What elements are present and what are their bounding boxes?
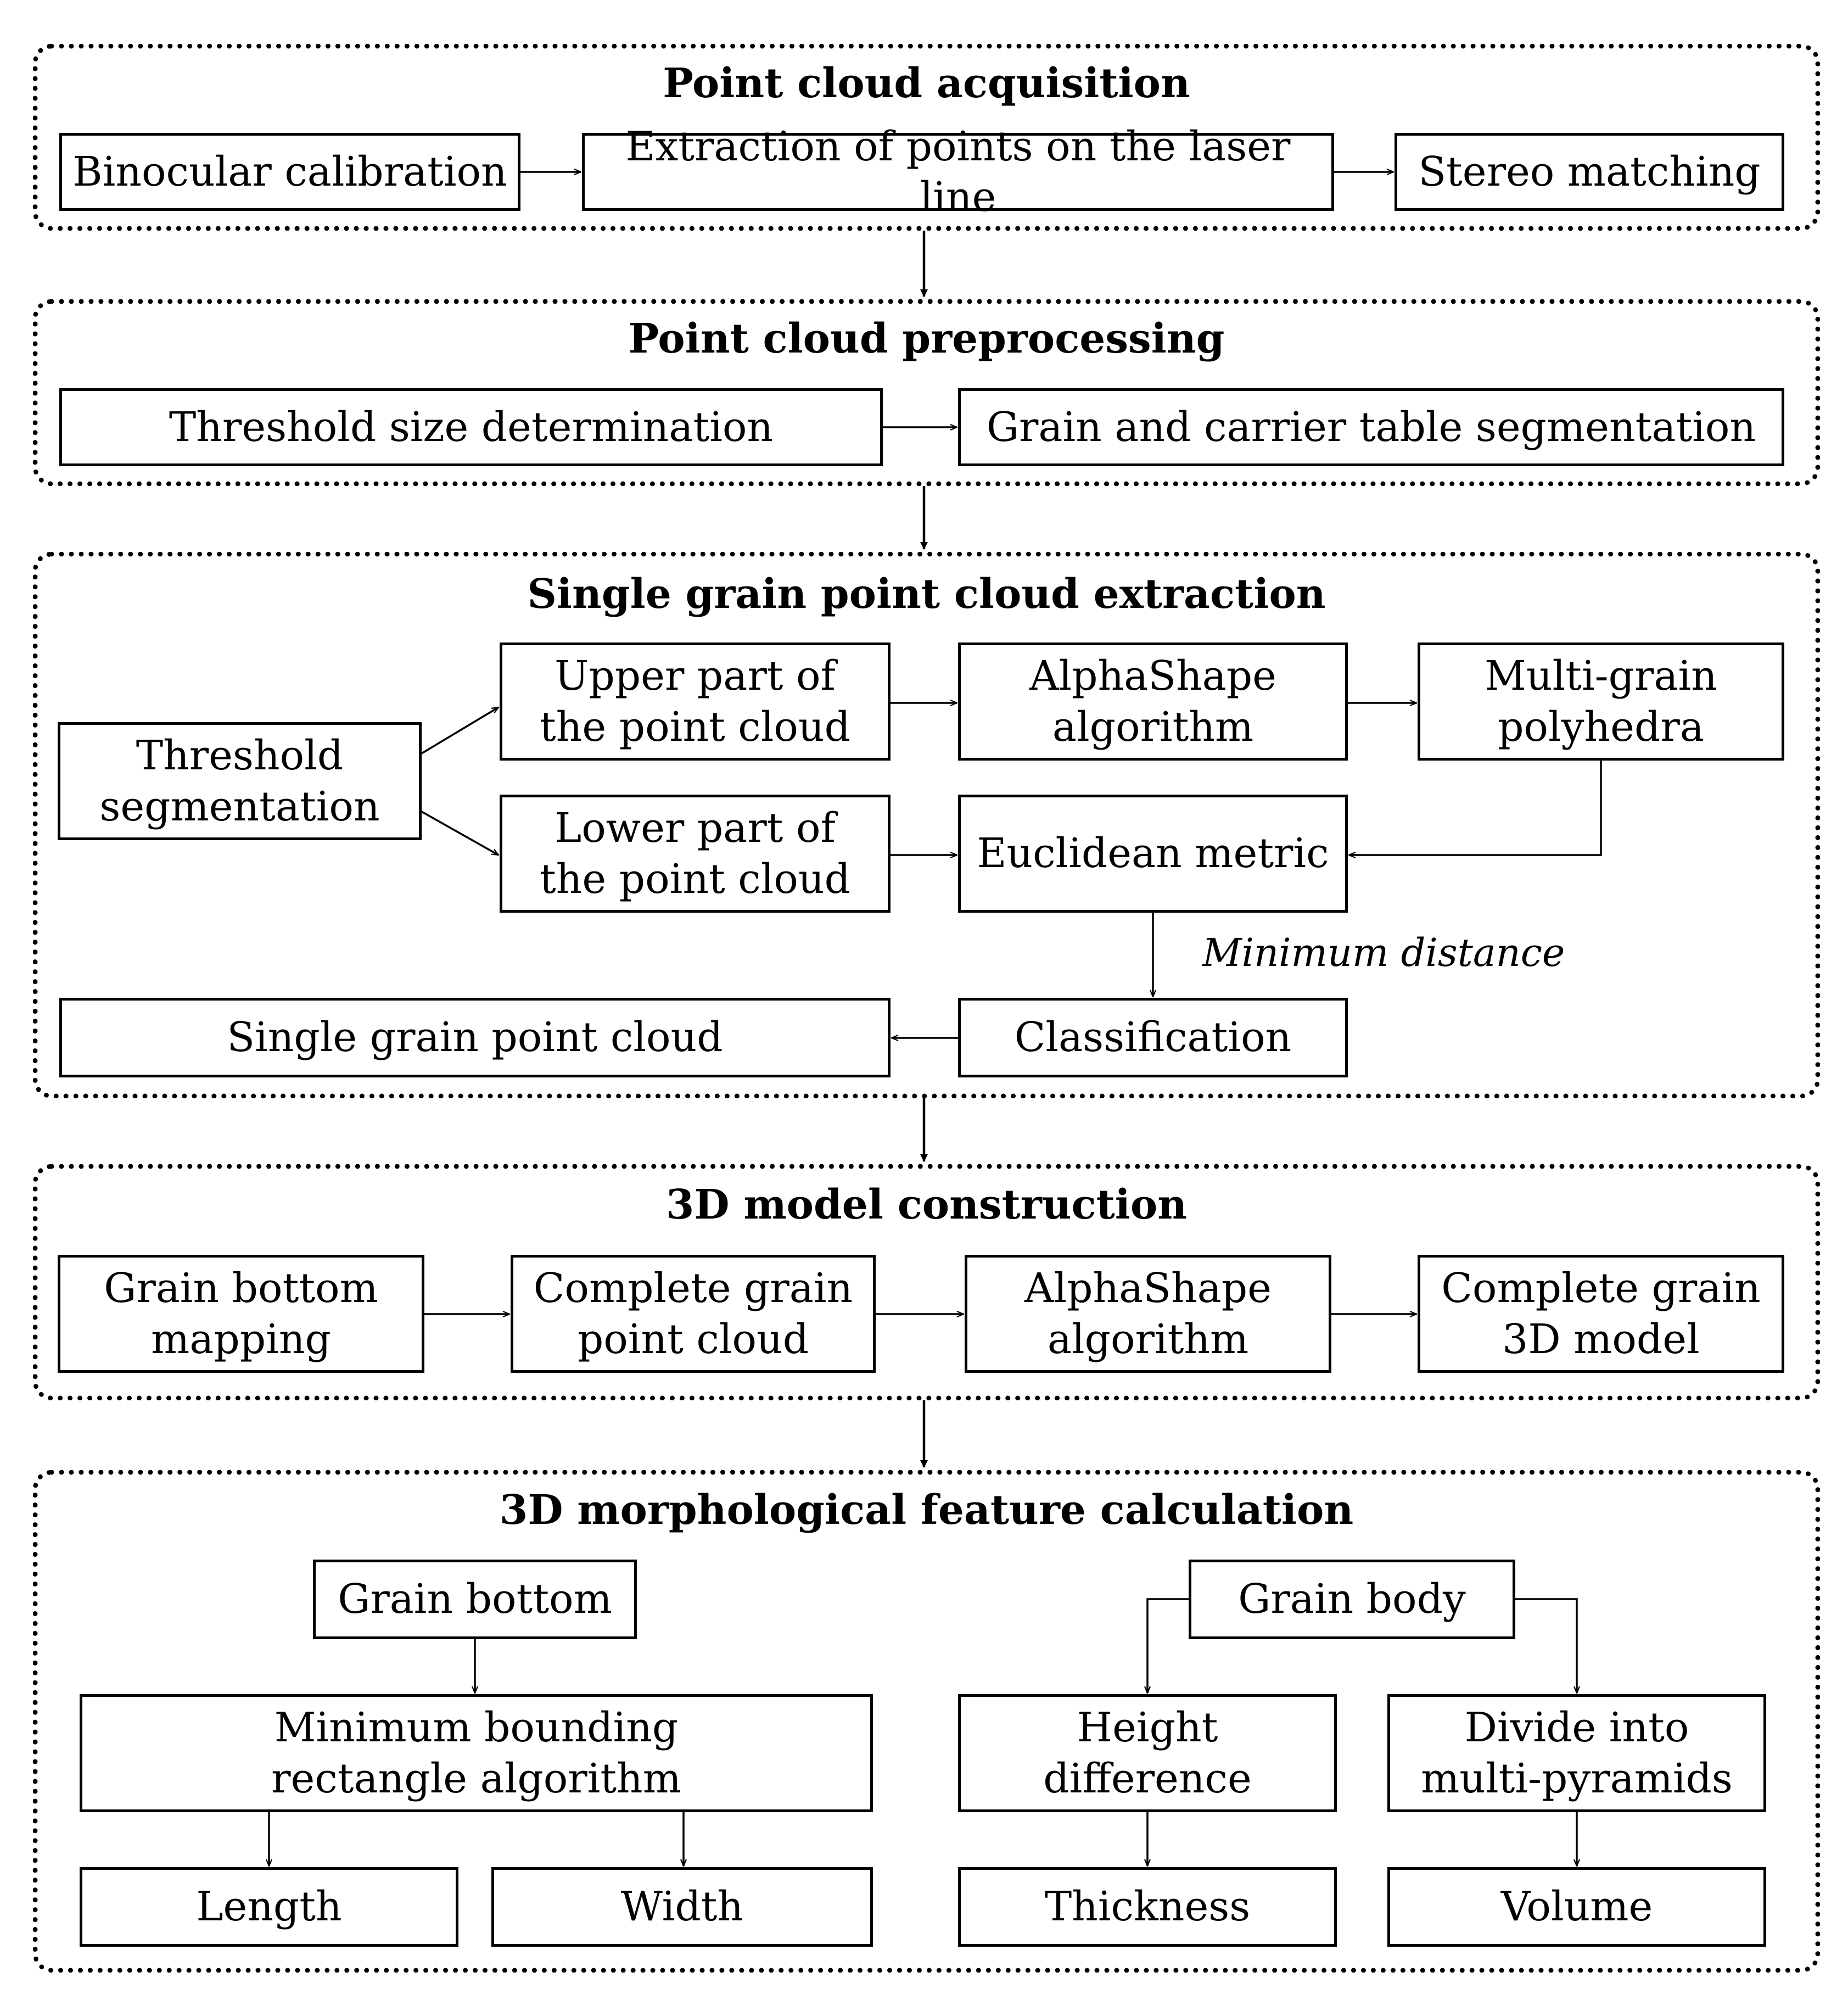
box-grain-carrier-segmentation: Grain and carrier table segmentation [958, 388, 1784, 466]
section-3d-model-construction [33, 1164, 1820, 1400]
box-stereo-matching: Stereo matching [1395, 133, 1784, 211]
box-divide-multi-pyramids: Divide into multi-pyramids [1387, 1694, 1766, 1812]
arrow-body-to-pyramids [1515, 1598, 1577, 1693]
box-width: Width [491, 1867, 873, 1947]
box-upper-part-point-cloud: Upper part of the point cloud [500, 642, 891, 761]
box-complete-grain-3d-model: Complete grain 3D model [1418, 1255, 1784, 1373]
box-minimum-bounding-rectangle: Minimum bounding rectangle algorithm [80, 1694, 873, 1812]
section-title-acquisition: Point cloud acquisition [663, 60, 1190, 107]
box-height-difference: Height difference [958, 1694, 1337, 1812]
arrow-polyhedra-to-euclidean [1349, 761, 1602, 855]
label-minimum-distance: Minimum distance [1202, 930, 1565, 975]
box-lower-part-point-cloud: Lower part of the point cloud [500, 795, 891, 913]
section-point-cloud-acquisition [33, 44, 1820, 231]
box-volume: Volume [1387, 1867, 1766, 1947]
section-single-grain-extraction [33, 552, 1820, 1098]
arrow-body-to-height [1147, 1598, 1189, 1693]
section-point-cloud-preprocessing [33, 299, 1820, 486]
box-binocular-calibration: Binocular calibration [59, 133, 520, 211]
box-grain-bottom-mapping: Grain bottom mapping [58, 1255, 424, 1373]
box-threshold-segmentation: Threshold segmentation [58, 722, 422, 840]
box-threshold-size-determination: Threshold size determination [59, 388, 883, 466]
arrow-threshold-to-upper [421, 706, 499, 755]
box-single-grain-point-cloud: Single grain point cloud [59, 998, 891, 1077]
box-alphashape-algorithm-2: AlphaShape algorithm [965, 1255, 1331, 1373]
section-title-preprocessing: Point cloud preprocessing [628, 315, 1225, 362]
section-3d-morphological-features [33, 1470, 1820, 1973]
arrow-threshold-to-lower [421, 811, 499, 856]
box-grain-body: Grain body [1189, 1560, 1515, 1639]
box-multi-grain-polyhedra: Multi-grain polyhedra [1418, 642, 1784, 761]
box-thickness: Thickness [958, 1867, 1337, 1947]
box-complete-grain-point-cloud: Complete grain point cloud [511, 1255, 876, 1373]
box-euclidean-metric: Euclidean metric [958, 795, 1348, 913]
section-title-features: 3D morphological feature calculation [499, 1487, 1354, 1534]
box-alphashape-algorithm-1: AlphaShape algorithm [958, 642, 1348, 761]
section-title-extraction: Single grain point cloud extraction [527, 571, 1326, 618]
box-length: Length [80, 1867, 458, 1947]
section-title-model: 3D model construction [665, 1181, 1188, 1228]
box-grain-bottom: Grain bottom [313, 1560, 637, 1639]
box-classification: Classification [958, 998, 1348, 1077]
